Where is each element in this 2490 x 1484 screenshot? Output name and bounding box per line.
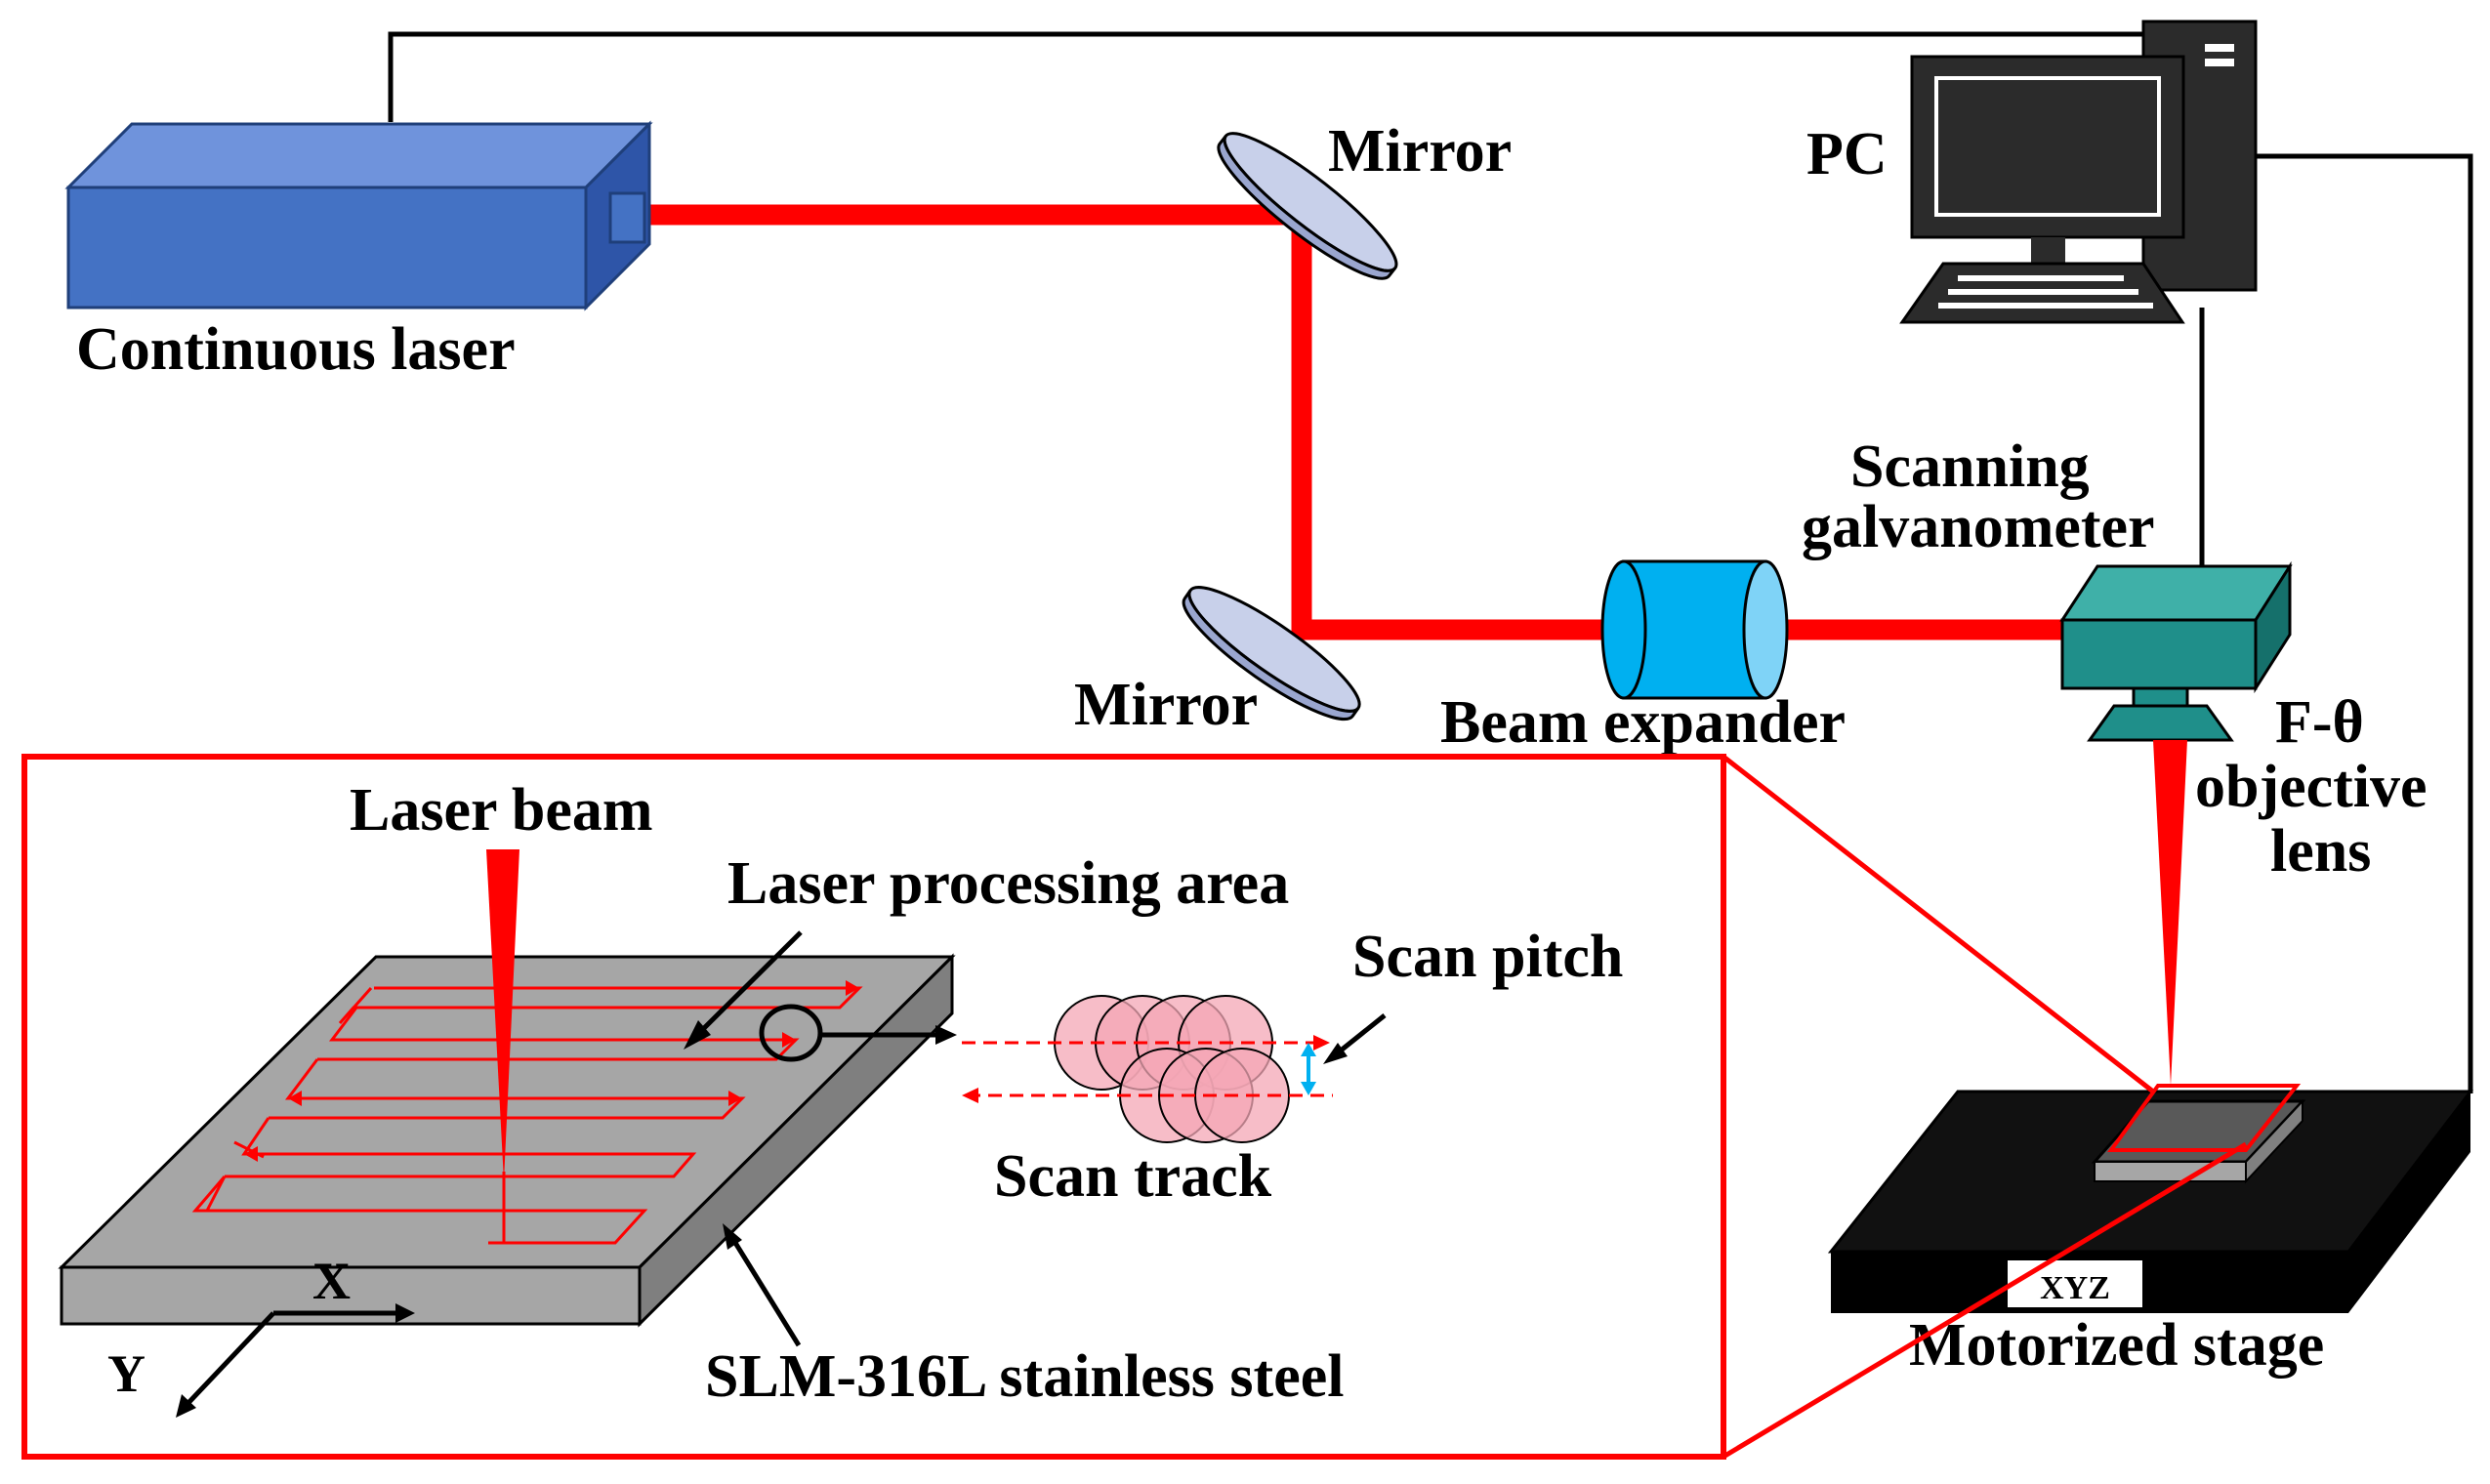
label-scanning: Scanning bbox=[1850, 433, 2090, 500]
xyz-badge bbox=[2006, 1258, 2144, 1309]
plate-side bbox=[638, 953, 954, 1328]
label-mirror-top: Mirror bbox=[1328, 118, 1512, 185]
label-scan-pitch: Scan pitch bbox=[1352, 924, 1623, 990]
label-motorized-stage: Motorized stage bbox=[1909, 1312, 2324, 1379]
axis-y-line bbox=[184, 1311, 275, 1408]
laser-aperture bbox=[608, 191, 646, 244]
label-objective: objective bbox=[2195, 754, 2428, 820]
mirror-top bbox=[1217, 132, 1398, 280]
laser-front-face bbox=[66, 186, 588, 309]
label-continuous-laser: Continuous laser bbox=[76, 316, 516, 383]
processing-area-pointer bbox=[693, 930, 803, 1039]
label-axis-x: X bbox=[312, 1252, 351, 1310]
continuous-laser bbox=[64, 120, 653, 311]
scan-pitch-pointer bbox=[1334, 1013, 1387, 1056]
label-mirror-bottom: Mirror bbox=[1074, 672, 1258, 738]
laser-beam-path bbox=[644, 204, 2070, 640]
cable-pc-to-stage bbox=[2256, 153, 2473, 1093]
label-scan-track: Scan track bbox=[994, 1143, 1272, 1210]
inset-laser-beam bbox=[486, 849, 519, 1181]
scan-track-lines bbox=[962, 1041, 1333, 1097]
scan-track-spots bbox=[1054, 995, 1290, 1143]
mirror-bottom bbox=[1182, 586, 1361, 721]
label-xyz: XYZ bbox=[2040, 1270, 2110, 1306]
cable-laser-to-pc bbox=[388, 31, 2143, 122]
label-laser-processing-area: Laser processing area bbox=[727, 850, 1289, 917]
zoom-connector bbox=[1722, 755, 2248, 1460]
detail-inset bbox=[21, 754, 1726, 1460]
focused-beam bbox=[2153, 740, 2187, 1086]
label-pc: PC bbox=[1806, 121, 1888, 187]
label-axis-y: Y bbox=[107, 1344, 145, 1403]
pc-icon bbox=[1899, 20, 2258, 324]
control-cables bbox=[388, 31, 2473, 1093]
beam-expander bbox=[1600, 559, 1789, 700]
scanning-galvanometer bbox=[2059, 560, 2293, 742]
material-pointer bbox=[729, 1236, 802, 1347]
label-material: SLM-316L stainless steel bbox=[705, 1343, 1344, 1410]
label-laser-beam: Laser beam bbox=[350, 777, 653, 844]
scan-arrowheads bbox=[244, 980, 859, 1162]
beam-segment-upper bbox=[644, 204, 1611, 640]
axes bbox=[184, 1310, 400, 1408]
label-f-theta: F-θ bbox=[2275, 689, 2364, 756]
laser-top-face bbox=[64, 122, 653, 189]
label-galvanometer: galvanometer bbox=[1802, 494, 2155, 560]
scan-pitch-arrow bbox=[1301, 1043, 1316, 1095]
label-beam-expander: Beam expander bbox=[1440, 689, 1846, 756]
f-theta-lens bbox=[2087, 704, 2234, 742]
label-lens: lens bbox=[2270, 818, 2371, 885]
stage-processing-area bbox=[2107, 1084, 2302, 1152]
